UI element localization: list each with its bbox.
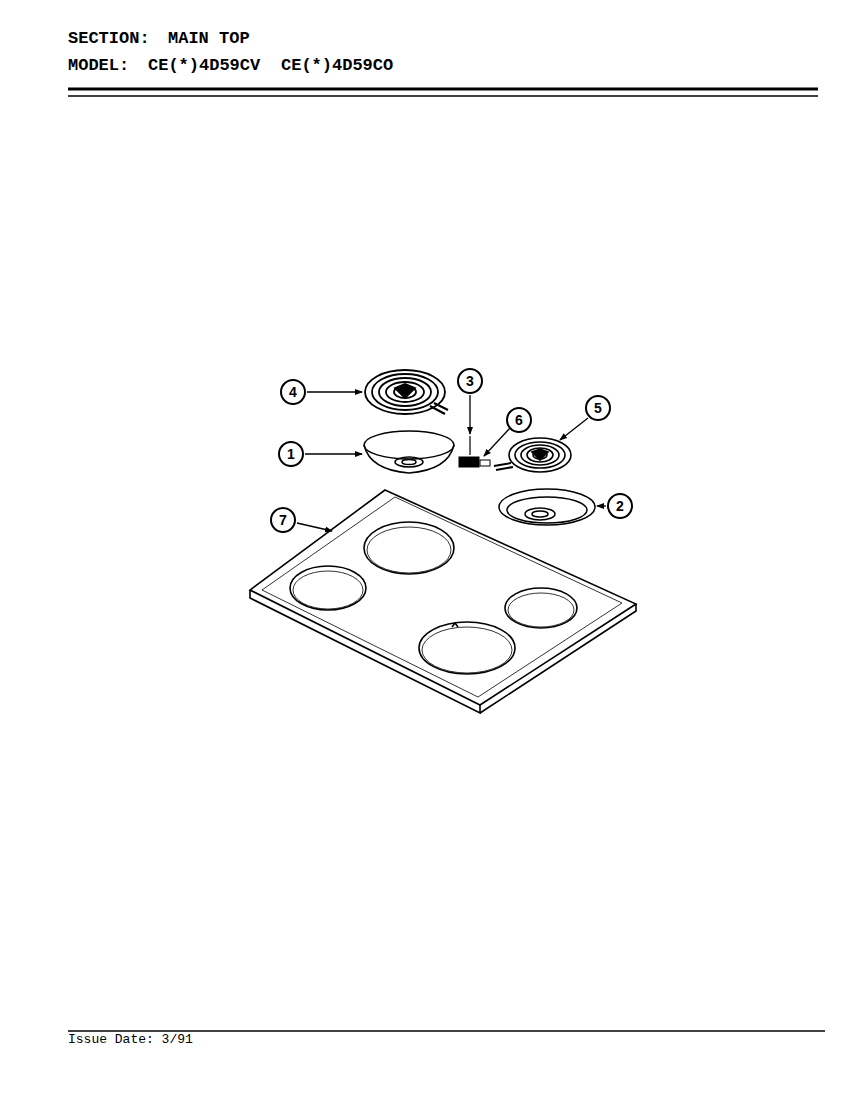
- callout-number: 4: [289, 385, 297, 399]
- callout-circle: 6: [506, 407, 532, 433]
- callout-circle: 7: [270, 507, 296, 533]
- section-name: MAIN TOP: [168, 29, 250, 48]
- model-number: CE(*)4D59CO: [281, 56, 393, 75]
- section-heading: SECTION:: [68, 29, 150, 48]
- callout-circle: 5: [585, 395, 611, 421]
- callout-number: 1: [287, 447, 295, 461]
- callout-number: 2: [616, 499, 624, 513]
- callout-number: 6: [515, 413, 523, 427]
- callout-circle: 3: [457, 368, 483, 394]
- callout-number: 3: [466, 374, 474, 388]
- callout-number: 7: [279, 513, 287, 527]
- issue-date: Issue Date: 3/91: [68, 1032, 193, 1047]
- model-number: CE(*)4D59CV: [148, 56, 260, 75]
- callout-circle: 2: [607, 493, 633, 519]
- callout-circle: 1: [278, 441, 304, 467]
- callout-circle: 4: [280, 379, 306, 405]
- callout-number: 5: [594, 401, 602, 415]
- model-heading: MODEL:: [68, 56, 129, 75]
